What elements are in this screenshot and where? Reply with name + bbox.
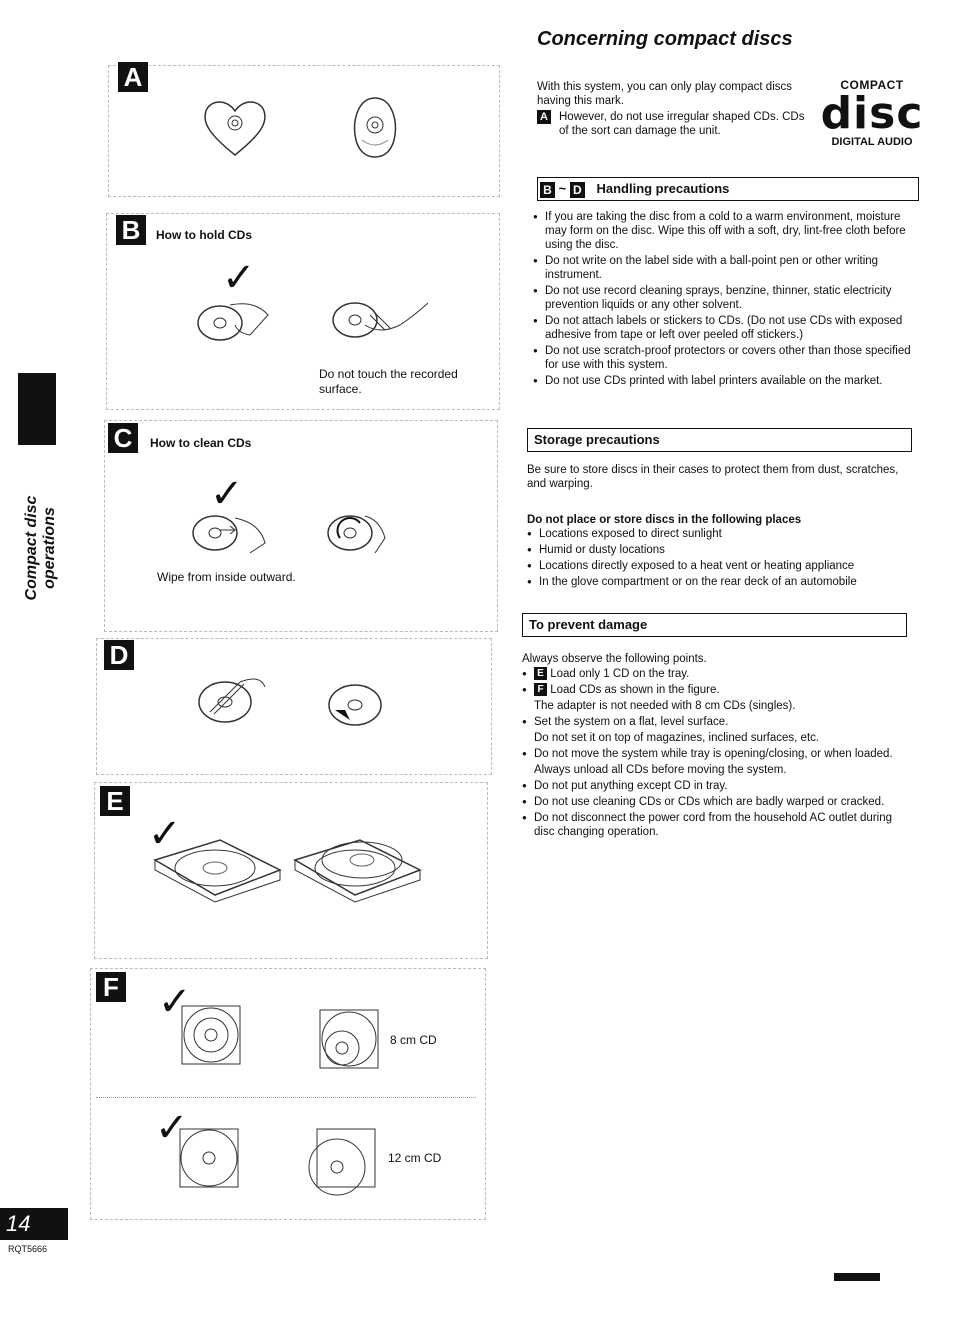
list-item: Set the system on a flat, level surface. (522, 715, 905, 729)
handling-header: B ~ D Handling precautions (537, 177, 919, 201)
list-item: If you are taking the disc from a cold t… (533, 210, 913, 252)
prevent-intro: Always observe the following points. (522, 653, 707, 665)
panel-e-badge: E (100, 786, 130, 816)
logo-line-3: DIGITAL AUDIO (831, 136, 913, 148)
storage-subhead: Do not place or store discs in the follo… (527, 514, 802, 526)
compact-disc-logo: COMPACT disc DIGITAL AUDIO (818, 78, 926, 148)
check-mark-icon: ✓ (155, 1106, 189, 1150)
list-item: In the glove compartment or on the rear … (527, 575, 910, 589)
12cm-cd-correct-illustration (179, 1128, 239, 1188)
list-item: Do not use record cleaning sprays, benzi… (533, 284, 913, 312)
list-item: Humid or dusty locations (527, 543, 910, 557)
storage-title: Storage precautions (534, 432, 660, 447)
handling-title: Handling precautions (596, 181, 730, 196)
panel-b-caption: Do not touch the recorded surface. (319, 367, 458, 396)
panel-f-divider (96, 1097, 476, 1098)
cd-with-sticker-illustration (328, 684, 382, 726)
decorative-bar (834, 1273, 880, 1281)
storage-text: Be sure to store discs in their cases to… (527, 464, 899, 490)
panel-c (104, 420, 498, 632)
list-item: Do not attach labels or stickers to CDs.… (533, 314, 913, 342)
panel-f (90, 968, 486, 1220)
item-f-text: Load CDs as shown in the figure. (550, 684, 720, 696)
panel-a (108, 65, 500, 197)
list-item-f: F Load CDs as shown in the figure. (522, 683, 905, 697)
panel-b-badge: B (116, 215, 146, 245)
check-mark-icon: ✓ (210, 472, 244, 516)
prevent-header: To prevent damage (522, 613, 907, 637)
handling-tilde: ~ (558, 181, 567, 196)
12cm-cd-incorrect-illustration (308, 1128, 376, 1196)
handling-badge-d: D (569, 181, 585, 198)
check-mark-icon: ✓ (158, 980, 192, 1024)
8cm-cd-correct-illustration (181, 1005, 241, 1065)
panel-c-badge: C (108, 423, 138, 453)
list-item: Do not move the system while tray is ope… (522, 747, 905, 761)
hold-cd-incorrectly-illustration (332, 302, 429, 338)
list-item: Locations exposed to direct sunlight (527, 527, 910, 541)
heart-shaped-cd-illustration (204, 101, 266, 156)
handling-heading: B ~ D Handling precautions (540, 181, 729, 198)
badge-e: E (534, 667, 547, 681)
panel-c-title: How to clean CDs (150, 436, 252, 450)
intro-warning: A However, do not use irregular shaped C… (537, 110, 817, 138)
page-number: 14 (0, 1208, 68, 1240)
clean-cd-correctly-illustration (192, 515, 266, 554)
panel-a-badge: A (118, 62, 148, 92)
clean-cd-incorrectly-illustration (327, 515, 386, 554)
check-mark-icon: ✓ (222, 256, 256, 300)
panel-d (96, 638, 492, 775)
intro-line-1: With this system, you can only play comp… (537, 81, 793, 107)
panel-b (106, 213, 500, 410)
badge-f: F (534, 683, 547, 697)
list-item-e: E Load only 1 CD on the tray. (522, 667, 905, 681)
list-item: Do not use CDs printed with label printe… (533, 374, 913, 388)
list-item: Do not write on the label side with a ba… (533, 254, 913, 282)
panel-d-badge: D (104, 640, 134, 670)
list-item: Do not disconnect the power cord from th… (522, 811, 905, 839)
panel-b-title: How to hold CDs (156, 228, 252, 242)
panel-f-badge: F (96, 972, 126, 1002)
hold-cd-correctly-illustration (197, 303, 269, 341)
logo-line-2: disc (820, 88, 924, 139)
prevent-title: To prevent damage (529, 617, 648, 632)
tray-with-two-cds-illustration (293, 839, 422, 903)
list-item: Do not use scratch-proof protectors or c… (533, 344, 913, 372)
section-label: Compact disc operations (23, 495, 58, 601)
handling-list: If you are taking the disc from a cold t… (533, 210, 913, 390)
tray-with-one-cd-illustration (153, 839, 282, 903)
document-code: RQT5666 (8, 1244, 48, 1254)
panel-e (94, 782, 488, 959)
logo-line-1: COMPACT (840, 78, 904, 92)
check-mark-icon: ✓ (148, 812, 182, 856)
intro-warning-badge: A (537, 110, 551, 124)
intro-line-2: However, do not use irregular shaped CDs… (559, 111, 805, 137)
label-8cm-cd: 8 cm CD (390, 1033, 437, 1047)
list-item: Locations directly exposed to a heat ven… (527, 559, 910, 573)
8cm-cd-incorrect-illustration (319, 1009, 379, 1069)
page-title: Concerning compact discs (537, 28, 793, 50)
item-f-note: The adapter is not needed with 8 cm CDs … (534, 700, 796, 712)
cd-with-pen-illustration (198, 678, 266, 723)
label-12cm-cd: 12 cm CD (388, 1151, 442, 1165)
prevent-list: E Load only 1 CD on the tray. F Load CDs… (522, 667, 905, 841)
item-e-text: Load only 1 CD on the tray. (550, 668, 690, 680)
handling-badge-b: B (540, 181, 555, 198)
item-move-note: Always unload all CDs before moving the … (534, 764, 787, 776)
storage-list: Locations exposed to direct sunlight Hum… (527, 527, 910, 591)
storage-header: Storage precautions (527, 428, 912, 452)
intro-text: With this system, you can only play comp… (537, 80, 817, 138)
irregular-shaped-cd-illustration (353, 97, 397, 158)
list-item: Do not use cleaning CDs or CDs which are… (522, 795, 905, 809)
panel-c-caption: Wipe from inside outward. (157, 570, 296, 584)
section-tab-marker (18, 373, 56, 445)
item-level-note: Do not set it on top of magazines, incli… (534, 732, 820, 744)
list-item: Do not put anything except CD in tray. (522, 779, 905, 793)
